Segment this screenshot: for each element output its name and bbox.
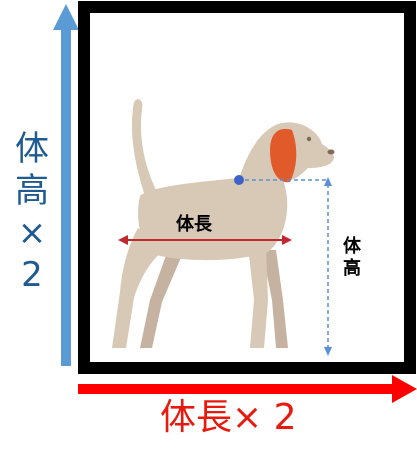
dog-ear [270,128,297,183]
crate-frame [78,1,416,374]
outer-height-char-3: × [17,213,47,253]
collar-marker [234,175,244,185]
horizontal-arrow [78,375,417,403]
body-length-arrow [118,235,292,245]
body-height-char-2: 高 [343,258,361,279]
outer-length-label: 体長× 2 [160,397,297,438]
outer-height-char-2: 高 [15,171,49,211]
dog-eye [306,136,312,142]
body-height-arrow [324,177,332,356]
body-height-label: 体 高 [340,236,364,280]
outer-height-char-1: 体 [15,129,49,169]
dog-tail [131,99,160,205]
dog-far-front-leg [262,250,288,348]
dog-near-front-leg [248,246,268,348]
outer-height-label: 体 高 × 2 [4,128,60,296]
outer-height-char-4: 2 [21,255,43,295]
dog-illustration [112,99,335,348]
dog-torso [138,160,288,261]
dog-far-back-leg [140,250,182,348]
vertical-arrow [53,4,79,366]
dog-near-back-leg [112,228,170,348]
body-height-char-1: 体 [343,236,361,257]
dog-nose [327,149,335,155]
body-length-label: 体長 [176,214,212,235]
